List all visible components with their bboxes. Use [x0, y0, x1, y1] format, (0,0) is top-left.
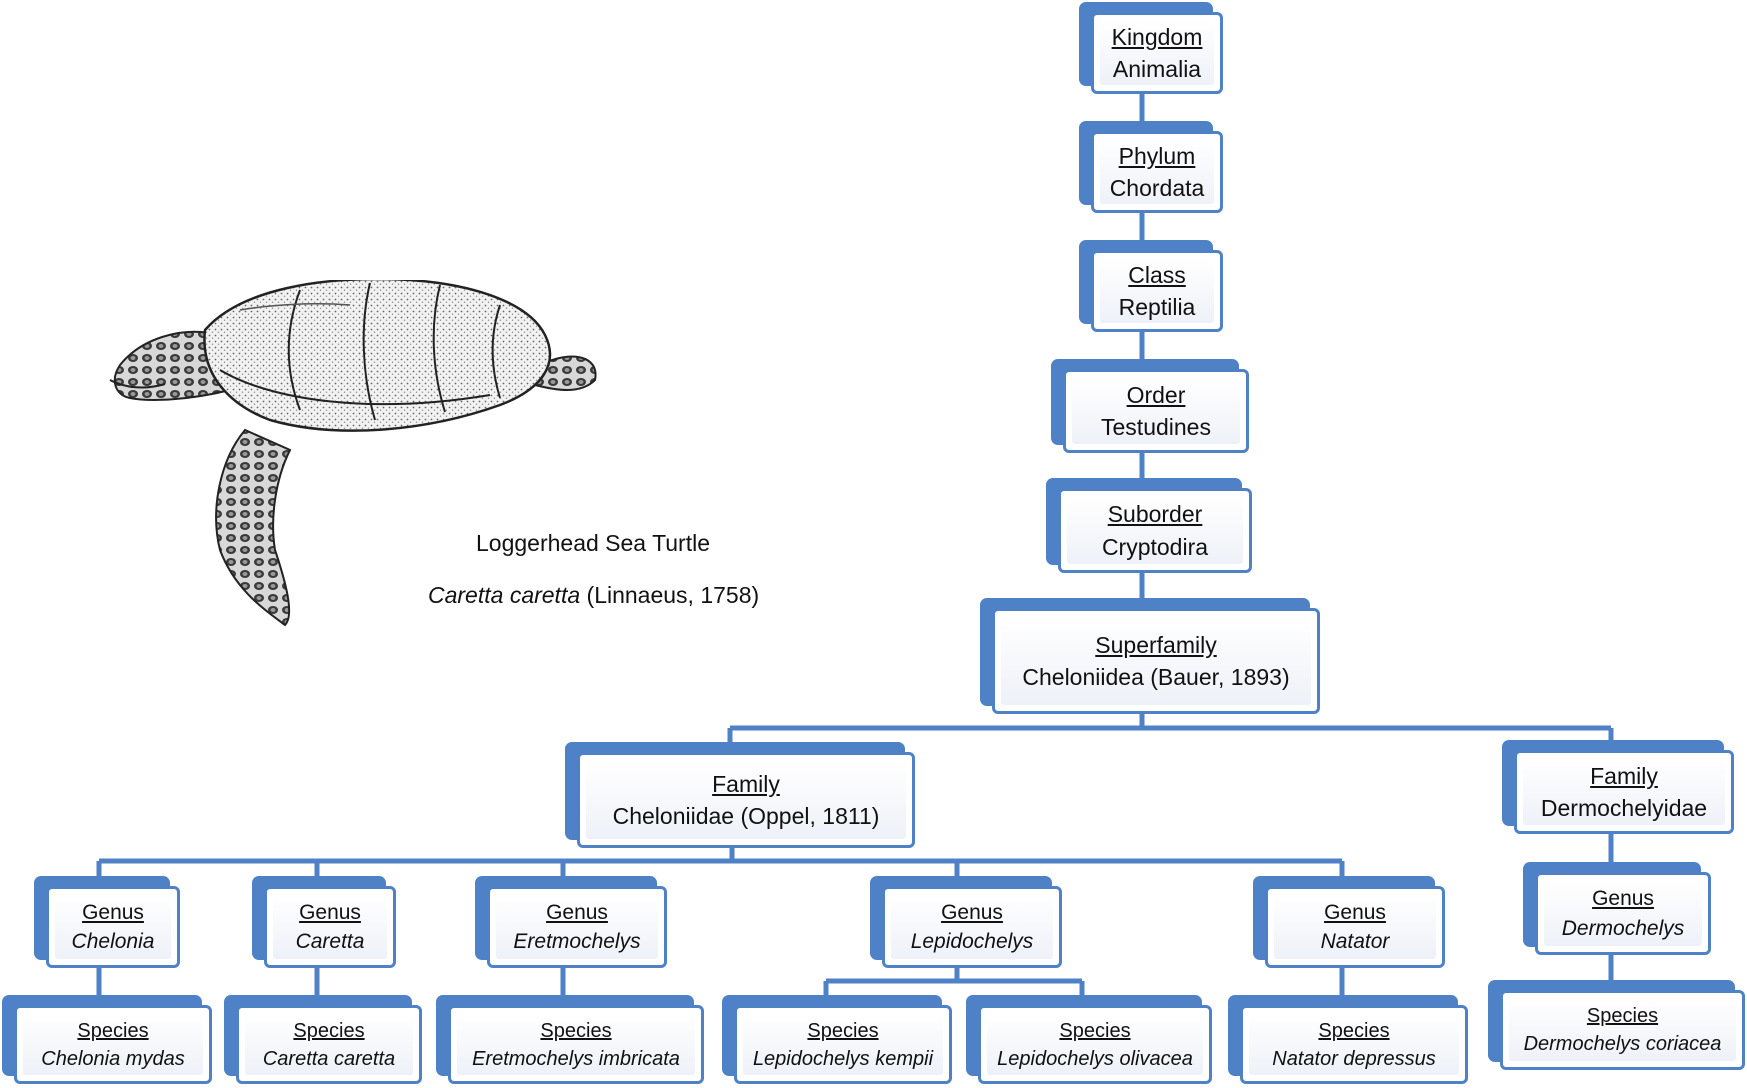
node-genus-lepidochelys: Genus Lepidochelys — [870, 876, 1062, 968]
rank-label: Phylum — [1118, 142, 1196, 169]
node-superfamily: Superfamily Cheloniidea (Bauer, 1893) — [980, 598, 1320, 714]
rank-label: Genus — [1324, 900, 1386, 924]
node-kingdom: Kingdom Animalia — [1079, 2, 1223, 94]
node-species-dermochelys-coriacea: Species Dermochelys coriacea — [1488, 980, 1745, 1070]
taxon-name: Natator depressus — [1272, 1047, 1436, 1070]
node-family-dermochelyidae: Family Dermochelyidae — [1502, 740, 1734, 834]
node-family-cheloniidae: Family Cheloniidae (Oppel, 1811) — [565, 742, 915, 848]
taxon-name: Lepidochelys olivacea — [997, 1047, 1193, 1070]
taxon-name: Caretta — [295, 930, 365, 953]
taxon-name: Chordata — [1109, 175, 1205, 201]
node-class: Class Reptilia — [1079, 240, 1223, 332]
caption-scientific-name: Caretta caretta (Linnaeus, 1758) — [428, 582, 759, 609]
rank-label: Kingdom — [1111, 23, 1203, 50]
node-species-caretta-caretta: Species Caretta caretta — [224, 995, 422, 1084]
rank-label: Class — [1128, 261, 1186, 288]
rank-label: Superfamily — [1095, 631, 1217, 658]
node-species-natator-depressus: Species Natator depressus — [1228, 995, 1468, 1084]
taxon-name: Cryptodira — [1101, 533, 1209, 560]
node-genus-natator: Genus Natator — [1253, 876, 1445, 968]
caption-common-name: Loggerhead Sea Turtle — [476, 530, 711, 556]
taxon-name: Dermochelys — [1561, 916, 1685, 940]
rear-flipper — [533, 355, 597, 391]
taxon-name: Chelonia mydas — [41, 1047, 185, 1070]
node-genus-caretta: Genus Caretta — [252, 876, 396, 968]
rank-label: Order — [1126, 381, 1186, 408]
rank-label: Species — [1059, 1019, 1131, 1042]
caption-binomial: Caretta caretta — [428, 582, 581, 608]
turtle-shell — [203, 280, 552, 432]
node-suborder: Suborder Cryptodira — [1046, 478, 1252, 573]
rank-label: Species — [807, 1019, 879, 1042]
taxon-name: Reptilia — [1118, 294, 1196, 320]
taxon-name: Cheloniidae (Oppel, 1811) — [612, 803, 880, 829]
rank-label: Genus — [299, 900, 361, 924]
front-flipper — [215, 428, 292, 627]
node-species-lepidochelys-olivacea: Species Lepidochelys olivacea — [966, 995, 1212, 1084]
rank-label: Species — [540, 1019, 612, 1042]
taxon-name: Dermochelys coriacea — [1523, 1033, 1722, 1055]
rank-label: Species — [293, 1019, 365, 1042]
rank-label: Genus — [82, 900, 144, 924]
node-genus-chelonia: Genus Chelonia — [34, 876, 180, 968]
node-genus-eretmochelys: Genus Eretmochelys — [475, 876, 667, 968]
rank-label: Species — [77, 1019, 149, 1042]
rank-label: Family — [712, 770, 780, 797]
loggerhead-turtle-illustration — [109, 280, 597, 627]
taxon-name: Cheloniidea (Bauer, 1893) — [1022, 664, 1290, 690]
taxon-name: Natator — [1320, 930, 1390, 953]
rank-label: Species — [1586, 1005, 1659, 1027]
taxon-name: Testudines — [1101, 414, 1211, 440]
taxon-name: Caretta caretta — [262, 1047, 396, 1070]
rank-label: Suborder — [1107, 501, 1203, 528]
taxon-name: Animalia — [1112, 56, 1202, 82]
rank-label: Species — [1318, 1019, 1390, 1042]
taxon-name: Eretmochelys — [513, 930, 641, 953]
rank-label: Family — [1590, 762, 1658, 789]
node-order: Order Testudines — [1051, 359, 1249, 453]
taxon-name: Dermochelyidae — [1540, 795, 1708, 821]
taxon-name: Eretmochelys imbricata — [472, 1047, 680, 1070]
taxon-name: Lepidochelys kempii — [752, 1047, 934, 1070]
taxon-name: Chelonia — [71, 930, 155, 953]
node-species-eretmochelys-imbricata: Species Eretmochelys imbricata — [436, 995, 704, 1084]
taxon-name: Lepidochelys — [910, 930, 1034, 953]
node-phylum: Phylum Chordata — [1079, 121, 1223, 213]
rank-label: Genus — [941, 900, 1003, 924]
rank-label: Genus — [546, 900, 608, 924]
node-species-lepidochelys-kempii: Species Lepidochelys kempii — [722, 995, 952, 1084]
node-genus-dermochelys: Genus Dermochelys — [1523, 862, 1711, 955]
node-species-chelonia-mydas: Species Chelonia mydas — [2, 995, 212, 1084]
rank-label: Genus — [1592, 887, 1654, 911]
caption-authority: (Linnaeus, 1758) — [580, 582, 760, 608]
